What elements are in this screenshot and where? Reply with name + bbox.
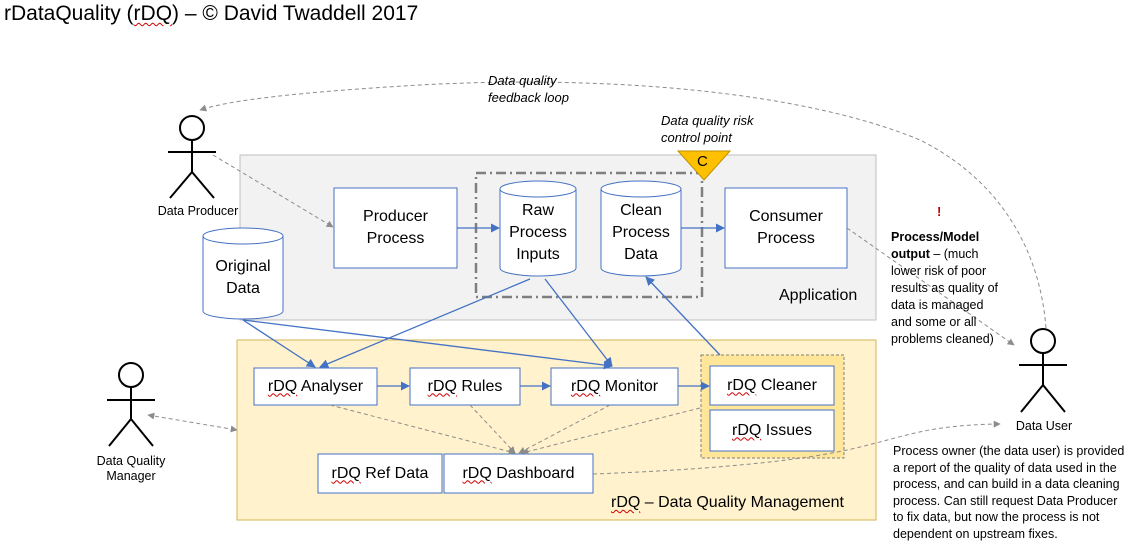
data-user-figure — [1019, 328, 1067, 413]
exclamation-mark: ! — [937, 204, 942, 219]
raw-inputs-cylinder — [499, 180, 577, 277]
issues-box — [709, 409, 835, 452]
original-data-cylinder — [202, 227, 284, 320]
dqm-label: rDQ – Data Quality Management — [611, 494, 844, 511]
arrow-analyser-dashboard — [329, 404, 516, 455]
arrow-producer-to-process — [212, 154, 334, 228]
refdata-label: rDQ Ref Data — [331, 464, 429, 482]
arrow-original-analyser — [242, 319, 316, 368]
arrow-manager-dqm — [147, 412, 238, 433]
analyser-label: rDQ Analyser — [267, 377, 364, 395]
control-point-boundary — [474, 171, 704, 299]
data-user-label: Data User — [1015, 419, 1073, 433]
refdata-box — [317, 453, 443, 494]
page-title: rDataQuality (rDQ) – © David Twaddell 20… — [4, 2, 419, 25]
data-producer-label: Data Producer — [157, 204, 239, 218]
rules-box — [409, 367, 521, 406]
arrow-original-monitor — [242, 319, 613, 370]
process-owner-note: Process owner (the data user) is provide… — [893, 444, 1125, 541]
data-quality-manager-label: Data Quality Manager — [96, 454, 166, 483]
arrow-raw-monitor — [544, 278, 613, 367]
dashboard-box — [443, 453, 594, 494]
issues-label: rDQ Issues — [731, 421, 812, 439]
arrow-raw-analyser — [319, 278, 531, 369]
feedback-loop-arrow — [199, 81, 1047, 329]
arrow-rules-dashboard — [469, 404, 516, 454]
application-label: Application — [779, 287, 858, 304]
data-producer-figure — [168, 115, 216, 199]
analyser-box — [253, 367, 378, 406]
monitor-label: rDQ Monitor — [570, 377, 659, 395]
arrow-monitor-dashboard — [518, 404, 611, 454]
process-output-note: Process/Model output – (much lower risk … — [891, 230, 998, 346]
arrow-cleaner-dashboard — [521, 407, 701, 455]
arrow-cleaner-clean — [645, 276, 721, 356]
risk-control-label: Data quality risk control point — [661, 113, 754, 145]
monitor-box — [550, 367, 679, 406]
cleaner-box — [709, 365, 835, 406]
control-symbol: C — [697, 153, 708, 170]
consumer-process-box — [724, 187, 848, 269]
producer-process-box — [333, 187, 458, 269]
control-point-triangle — [676, 150, 732, 181]
cleaner-label: rDQ Cleaner — [727, 376, 817, 394]
rules-label: rDQ Rules — [427, 377, 503, 395]
data-quality-manager-figure — [107, 362, 155, 447]
arrow-consumer-to-user — [846, 227, 1015, 346]
feedback-loop-label: Data quality feedback loop — [488, 73, 569, 105]
dashboard-label: rDQ Dashboard — [462, 464, 575, 482]
clean-data-cylinder — [600, 180, 682, 277]
